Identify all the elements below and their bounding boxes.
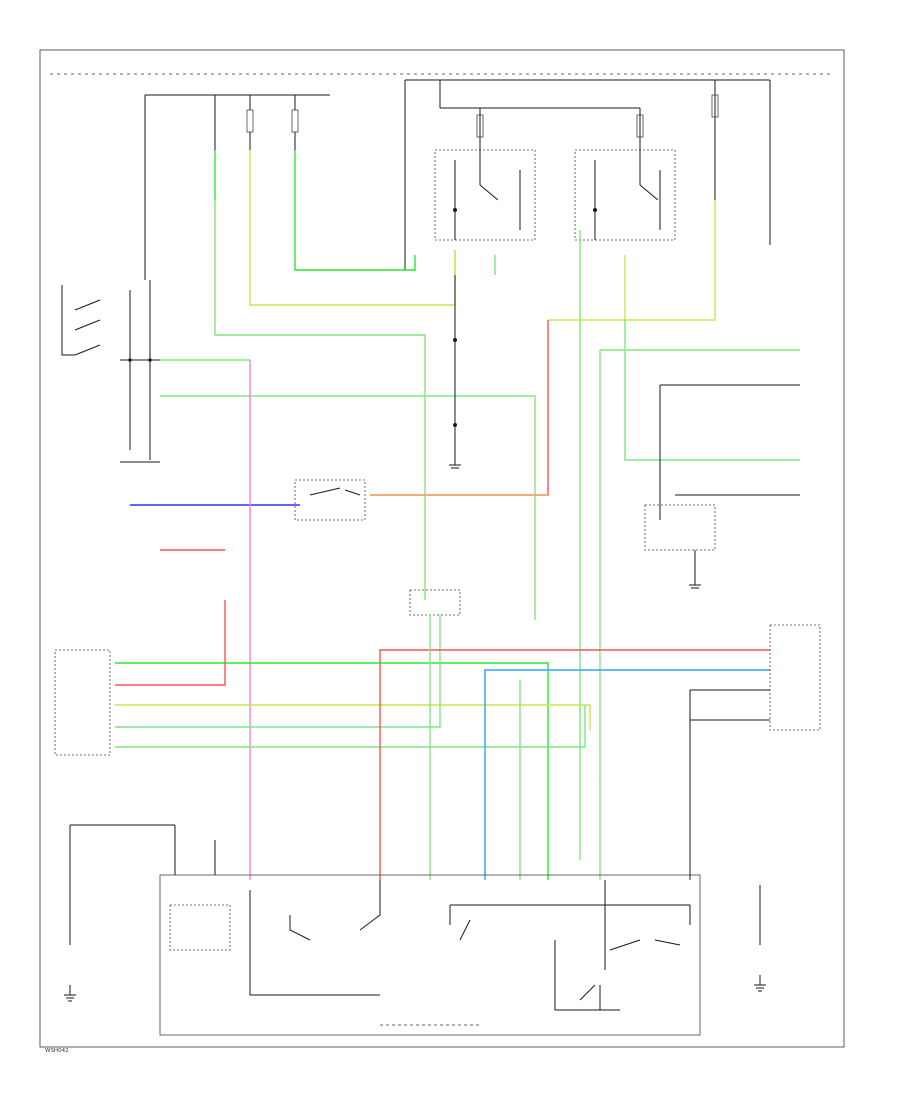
relay-right bbox=[574, 149, 676, 241]
top-fuse-section bbox=[50, 73, 830, 280]
footer-code: WSH042 bbox=[45, 1048, 69, 1054]
diagram-frame bbox=[39, 49, 845, 1048]
relay-left bbox=[434, 149, 536, 241]
ground-symbols bbox=[64, 464, 766, 1002]
mid-connector bbox=[409, 275, 461, 616]
wiper-switch bbox=[61, 280, 160, 463]
light-switch bbox=[294, 479, 366, 521]
right-modules bbox=[599, 384, 821, 880]
body-control-module bbox=[54, 649, 111, 756]
wiper-motor-module bbox=[69, 824, 761, 1036]
